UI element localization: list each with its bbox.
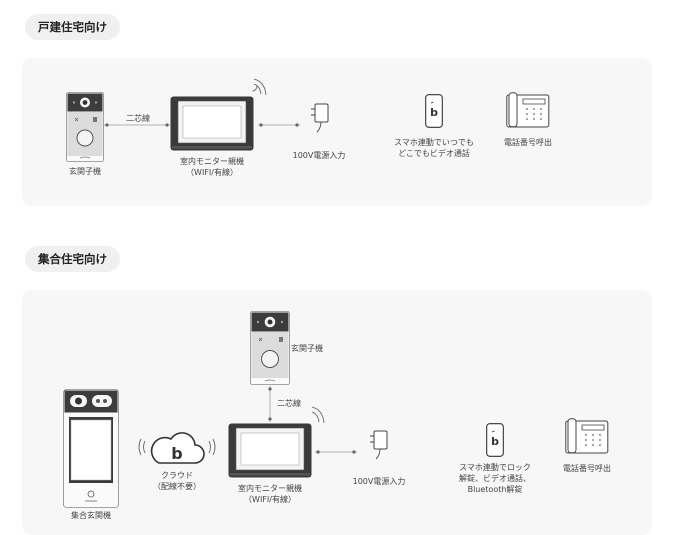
- section-title-detached: 戸建住宅向け: [25, 14, 120, 40]
- lobby-station-label: 集合玄関機: [71, 511, 111, 520]
- smartphone-label: スマホ連動でロック 解錠、ビデオ通話、 Bluetooth解錠: [459, 463, 531, 494]
- panel-apartment: [22, 290, 652, 535]
- indoor-monitor-icon: [170, 96, 254, 152]
- wifi-signal-icon: [252, 78, 268, 100]
- desk-phone-icon: [506, 92, 550, 128]
- wire-connector: [104, 118, 170, 132]
- svg-text:b: b: [171, 444, 182, 463]
- wire-connector: [265, 386, 275, 422]
- door-station-icon: [250, 311, 290, 385]
- phone-label: 電話番号呼出: [504, 138, 552, 147]
- monitor-label: 室内モニター親機 （WIFI/有線）: [180, 157, 244, 177]
- section-title-apartment: 集合住宅向け: [25, 246, 120, 272]
- power-adapter-icon: [309, 100, 333, 134]
- svg-text:b: b: [430, 106, 438, 119]
- wire-label: 二芯線: [115, 113, 161, 124]
- power-label: 100V電源入力: [352, 477, 406, 486]
- wire-label: 二芯線: [277, 399, 301, 408]
- wifi-signal-icon: [310, 406, 326, 428]
- panel-detached: [22, 58, 652, 206]
- smartphone-app-icon: b: [486, 423, 504, 457]
- svg-text:b: b: [491, 435, 499, 448]
- phone-label: 電話番号呼出: [563, 464, 611, 473]
- power-adapter-icon: [368, 427, 392, 461]
- door-station-icon: [66, 92, 104, 162]
- cloud-icon: b: [135, 427, 219, 469]
- door-station-label: 玄関子機: [291, 344, 323, 353]
- indoor-monitor-icon: [228, 423, 312, 479]
- power-label: 100V電源入力: [292, 151, 346, 160]
- cloud-label: クラウド （配線不要）: [153, 471, 201, 491]
- power-connector: [258, 120, 300, 130]
- lobby-station-icon: [63, 389, 119, 508]
- desk-phone-icon: [565, 418, 609, 454]
- door-station-label: 玄関子機: [69, 167, 101, 176]
- smartphone-label: スマホ連動でいつでも どこでもビデオ通話: [394, 138, 474, 158]
- power-connector: [315, 447, 357, 457]
- smartphone-app-icon: b: [425, 94, 443, 128]
- monitor-label: 室内モニター親機 （WIFI/有線）: [238, 484, 302, 504]
